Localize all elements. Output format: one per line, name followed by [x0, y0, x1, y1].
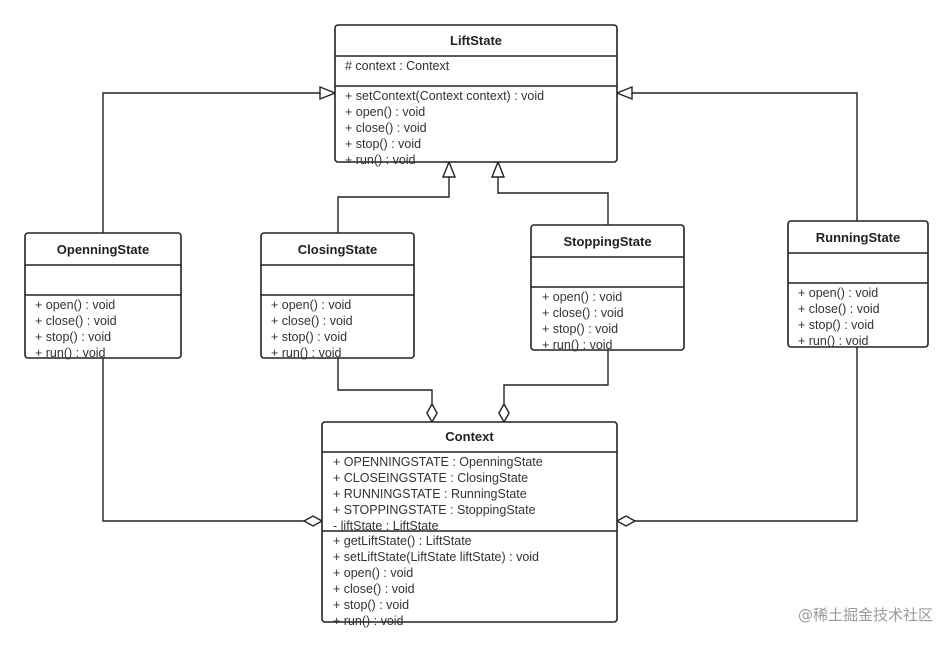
generalization-arrow: [615, 85, 633, 101]
class-attribute: + RUNNINGSTATE : RunningState: [333, 487, 527, 501]
edge-running-liftstate: [632, 92, 858, 221]
class-method: + stop() : void: [271, 330, 347, 344]
generalization-arrow: [441, 160, 457, 178]
class-box: [321, 421, 618, 623]
class-method: + open() : void: [345, 105, 425, 119]
class-method: + setLiftState(LiftState liftState) : vo…: [333, 550, 539, 564]
class-running[interactable]: RunningState + open() : void + close() : v…: [787, 220, 929, 348]
edge-openning-liftstate: [102, 92, 325, 233]
edge-running-context: [635, 347, 858, 522]
class-method: + run() : void: [798, 334, 869, 348]
class-name: OpenningState: [57, 242, 149, 257]
aggregation-diamond: [426, 402, 438, 424]
class-method: + run() : void: [35, 346, 106, 360]
class-method: + open() : void: [333, 566, 413, 580]
class-name: ClosingState: [298, 242, 377, 257]
class-method: + close() : void: [798, 302, 880, 316]
generalization-arrow: [319, 85, 337, 101]
class-method: + stop() : void: [798, 318, 874, 332]
class-method: + stop() : void: [333, 598, 409, 612]
class-method: + run() : void: [345, 153, 416, 167]
class-attribute: - liftState : LiftState: [333, 519, 439, 533]
class-method: + close() : void: [333, 582, 415, 596]
class-method: + run() : void: [333, 614, 404, 628]
class-method: + setContext(Context context) : void: [345, 89, 544, 103]
watermark: @稀土掘金技术社区: [797, 606, 933, 624]
class-method: + stop() : void: [35, 330, 111, 344]
class-name: StoppingState: [563, 234, 651, 249]
aggregation-diamond: [615, 515, 637, 527]
class-method: + stop() : void: [345, 137, 421, 151]
class-context[interactable]: Context + OPENNINGSTATE : OpenningState + …: [321, 421, 618, 628]
edge-openning-context: [102, 358, 304, 522]
class-method: + getLiftState() : LiftState: [333, 534, 472, 548]
edge-closing-liftstate: [337, 176, 450, 233]
relations: [102, 85, 858, 527]
class-method: + close() : void: [345, 121, 427, 135]
class-method: + close() : void: [271, 314, 353, 328]
class-method: + open() : void: [35, 298, 115, 312]
class-method: + open() : void: [798, 286, 878, 300]
generalization-arrow: [490, 160, 506, 178]
class-method: + close() : void: [35, 314, 117, 328]
class-closing[interactable]: ClosingState + open() : void + close() : v…: [260, 232, 415, 360]
class-method: + open() : void: [271, 298, 351, 312]
edge-stopping-context: [503, 350, 609, 404]
class-name: LiftState: [450, 33, 502, 48]
aggregation-diamond: [302, 515, 324, 527]
class-attribute: + STOPPINGSTATE : StoppingState: [333, 503, 536, 517]
class-attribute: + OPENNINGSTATE : OpenningState: [333, 455, 543, 469]
class-method: + run() : void: [542, 338, 613, 352]
class-attribute: # context : Context: [345, 59, 450, 73]
class-stopping[interactable]: StoppingState + open() : void + close() : …: [530, 224, 685, 352]
edge-stopping-liftstate: [497, 176, 609, 225]
class-method: + run() : void: [271, 346, 342, 360]
class-name: RunningState: [816, 230, 901, 245]
edge-closing-context: [337, 358, 433, 404]
class-method: + stop() : void: [542, 322, 618, 336]
class-openning[interactable]: OpenningState + open() : void + close() : …: [24, 232, 182, 360]
class-name: Context: [445, 429, 494, 444]
class-box: [334, 24, 618, 163]
class-attribute: + CLOSEINGSTATE : ClosingState: [333, 471, 528, 485]
aggregation-diamond: [498, 402, 510, 424]
class-liftstate[interactable]: LiftState# context : Context + setContext…: [334, 24, 618, 167]
class-method: + close() : void: [542, 306, 624, 320]
class-method: + open() : void: [542, 290, 622, 304]
